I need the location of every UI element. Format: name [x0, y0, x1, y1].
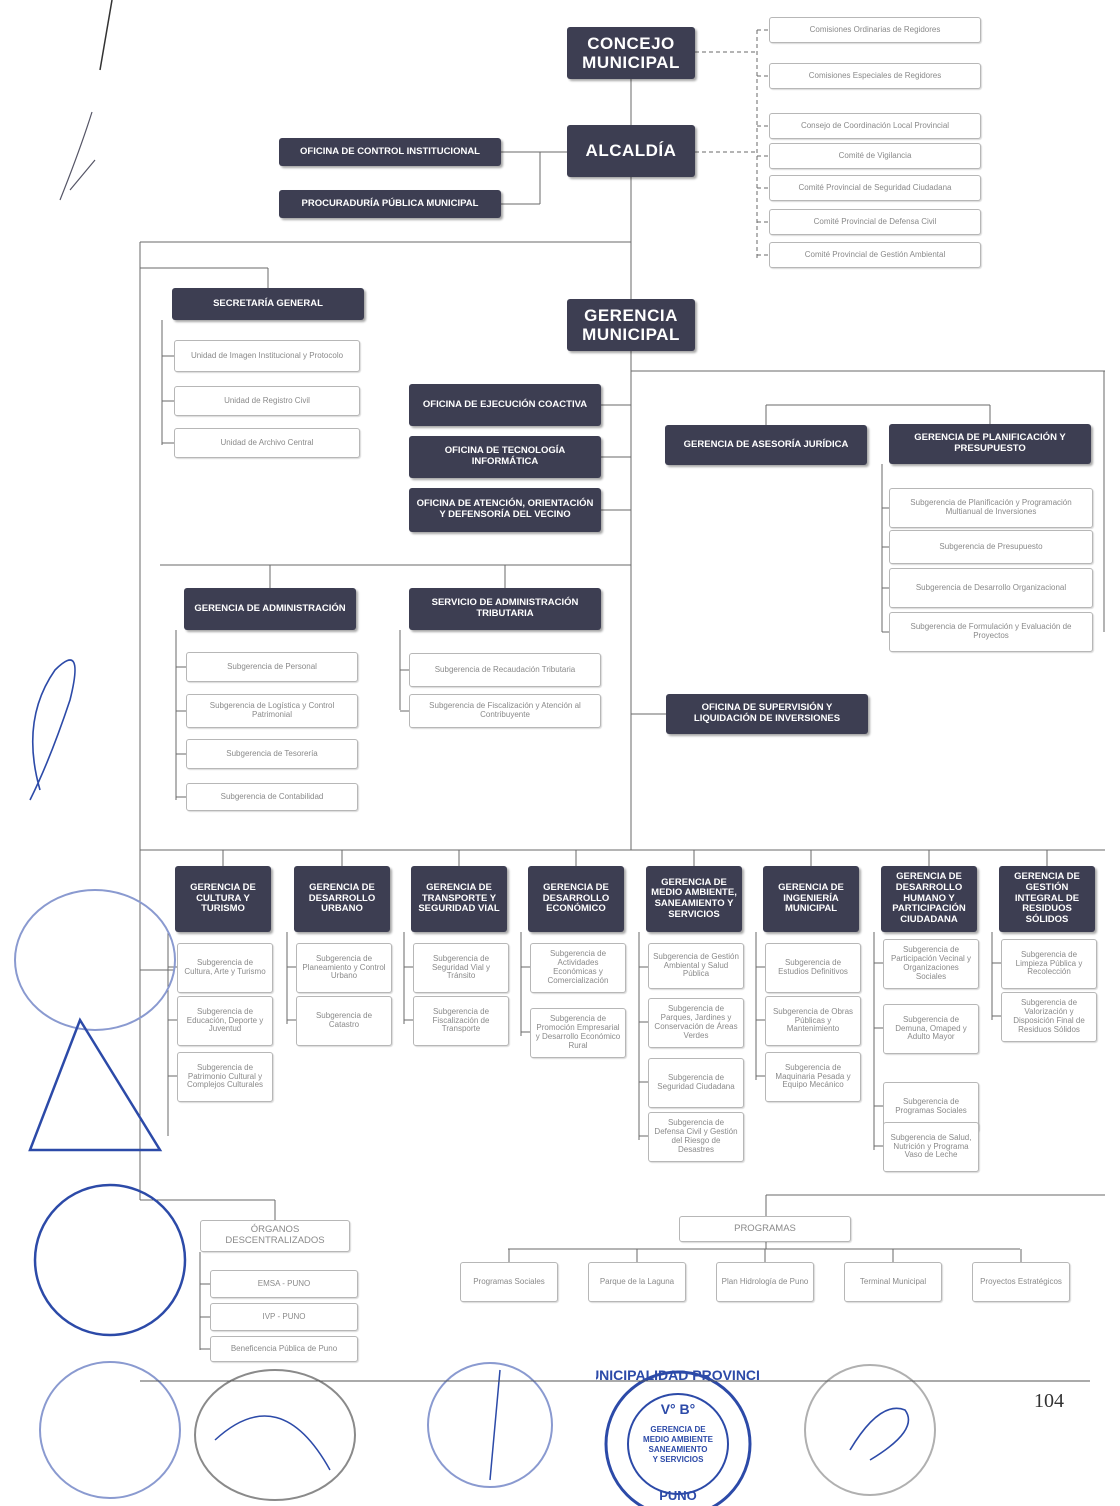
administracion-unit-box: Subgerencia de Contabilidad — [186, 783, 358, 811]
programa-box: Programas Sociales — [460, 1262, 558, 1302]
planificacion-unit-box: Subgerencia de Formulación y Evaluación … — [889, 612, 1093, 652]
stamp-line-3: MEDIO AMBIENTE — [643, 1435, 714, 1444]
council-committee-box: Comité Provincial de Gestión Ambiental — [769, 242, 981, 268]
council-committee-box: Comité de Vigilancia — [769, 143, 981, 169]
gerencia-administracion-box: GERENCIA DE ADMINISTRACIÓN — [184, 588, 356, 630]
line-subgerencia-box: Subgerencia de Obras Públicas y Mantenim… — [765, 996, 861, 1046]
council-committee-box: Comité Provincial de Seguridad Ciudadana — [769, 175, 981, 201]
asesoria-juridica-box: GERENCIA DE ASESORÍA JURÍDICA — [665, 425, 867, 465]
line-subgerencia-box: Subgerencia de Defensa Civil y Gestión d… — [648, 1112, 744, 1162]
stamp-line-5: Y SERVICIOS — [653, 1455, 705, 1464]
line-subgerencia-box: Subgerencia de Parques, Jardines y Conse… — [648, 998, 744, 1048]
approval-stamp: MUNICIPALIDAD PROVINCIAL V° B° GERENCIA … — [596, 1367, 760, 1506]
administracion-unit-box: Subgerencia de Personal — [186, 652, 358, 682]
line-gerencia-box: GERENCIA DE INGENIERÍA MUNICIPAL — [763, 866, 859, 932]
line-subgerencia-box: Subgerencia de Estudios Definitivos — [765, 943, 861, 993]
staff-office-box: OFICINA DE ATENCIÓN, ORIENTACIÓN Y DEFEN… — [409, 488, 601, 532]
secretaria-unit-box: Unidad de Archivo Central — [174, 428, 360, 458]
stamp-line-2: GERENCIA DE — [650, 1425, 706, 1434]
stamp-ring-bottom: PUNO — [659, 1488, 697, 1503]
line-subgerencia-box: Subgerencia de Fiscalización de Transpor… — [413, 996, 509, 1046]
planificacion-unit-box: Subgerencia de Presupuesto — [889, 530, 1093, 564]
secretaria-unit-box: Unidad de Registro Civil — [174, 386, 360, 416]
page-number: 104 — [1034, 1390, 1064, 1412]
line-gerencia-box: GERENCIA DE TRANSPORTE Y SEGURIDAD VIAL — [411, 866, 507, 932]
line-gerencia-box: GERENCIA DE GESTIÓN INTEGRAL DE RESIDUOS… — [999, 866, 1095, 932]
line-subgerencia-box: Subgerencia de Valorización y Disposició… — [1001, 992, 1097, 1042]
line-subgerencia-box: Subgerencia de Maquinaria Pesada y Equip… — [765, 1052, 861, 1102]
programa-box: Parque de la Laguna — [588, 1262, 686, 1302]
line-subgerencia-box: Subgerencia de Gestión Ambiental y Salud… — [648, 943, 744, 989]
descentralizado-unit-box: Beneficencia Pública de Puno — [210, 1336, 358, 1362]
line-subgerencia-box: Subgerencia de Educación, Deporte y Juve… — [177, 996, 273, 1046]
stamp-line-1: V° B° — [661, 1401, 696, 1417]
descentralizado-unit-box: IVP - PUNO — [210, 1303, 358, 1331]
council-committee-box: Consejo de Coordinación Local Provincial — [769, 113, 981, 139]
descentralizado-unit-box: EMSA - PUNO — [210, 1270, 358, 1298]
staff-office-box: OFICINA DE TECNOLOGÍA INFORMÁTICA — [409, 436, 601, 478]
planificacion-unit-box: Subgerencia de Desarrollo Organizacional — [889, 568, 1093, 608]
programa-box: Proyectos Estratégicos — [972, 1262, 1070, 1302]
line-subgerencia-box: Subgerencia de Actividades Económicas y … — [530, 943, 626, 993]
alcaldia-box: ALCALDÍA — [567, 125, 695, 177]
sat-unit-box: Subgerencia de Fiscalización y Atención … — [409, 694, 601, 728]
stamp-line-4: SANEAMIENTO — [649, 1445, 708, 1454]
line-subgerencia-box: Subgerencia de Patrimonio Cultural y Com… — [177, 1052, 273, 1102]
line-subgerencia-box: Subgerencia de Participación Vecinal y O… — [883, 939, 979, 989]
council-committee-box: Comité Provincial de Defensa Civil — [769, 209, 981, 235]
secretaria-unit-box: Unidad de Imagen Institucional y Protoco… — [174, 340, 360, 372]
programas-box: PROGRAMAS — [679, 1216, 851, 1242]
line-subgerencia-box: Subgerencia de Seguridad Ciudadana — [648, 1058, 744, 1108]
organos-descentralizados-box: ÓRGANOS DESCENTRALIZADOS — [200, 1220, 350, 1252]
programa-box: Plan Hidrología de Puno — [716, 1262, 814, 1302]
line-gerencia-box: GERENCIA DE DESARROLLO URBANO — [294, 866, 390, 932]
line-subgerencia-box: Subgerencia de Demuna, Omaped y Adulto M… — [883, 1004, 979, 1054]
line-subgerencia-box: Subgerencia de Seguridad Vial y Tránsito — [413, 943, 509, 993]
sat-unit-box: Subgerencia de Recaudación Tributaria — [409, 653, 601, 687]
administracion-unit-box: Subgerencia de Logística y Control Patri… — [186, 694, 358, 728]
council-committee-box: Comisiones Especiales de Regidores — [769, 63, 981, 89]
council-committee-box: Comisiones Ordinarias de Regidores — [769, 17, 981, 43]
line-subgerencia-box: Subgerencia de Catastro — [296, 996, 392, 1046]
line-gerencia-box: GERENCIA DE DESARROLLO HUMANO Y PARTICIP… — [881, 866, 977, 932]
programa-box: Terminal Municipal — [844, 1262, 942, 1302]
planificacion-presupuesto-box: GERENCIA DE PLANIFICACIÓN Y PRESUPUESTO — [889, 424, 1091, 464]
gerencia-municipal-box: GERENCIA MUNICIPAL — [567, 299, 695, 351]
line-subgerencia-box: Subgerencia de Planeamiento y Control Ur… — [296, 943, 392, 993]
line-gerencia-box: GERENCIA DE MEDIO AMBIENTE, SANEAMIENTO … — [646, 866, 742, 932]
secretaria-general-box: SECRETARÍA GENERAL — [172, 288, 364, 320]
line-subgerencia-box: Subgerencia de Cultura, Arte y Turismo — [177, 943, 273, 993]
stamp-ring-top: MUNICIPALIDAD PROVINCIAL — [596, 1367, 760, 1383]
concejo-municipal-box: CONCEJO MUNICIPAL — [567, 27, 695, 79]
line-gerencia-box: GERENCIA DE CULTURA Y TURISMO — [175, 866, 271, 932]
procuraduria-box: PROCURADURÍA PÚBLICA MUNICIPAL — [279, 190, 501, 218]
line-subgerencia-box: Subgerencia de Limpieza Pública y Recole… — [1001, 939, 1097, 989]
line-subgerencia-box: Subgerencia de Salud, Nutrición y Progra… — [883, 1122, 979, 1172]
staff-office-box: OFICINA DE EJECUCIÓN COACTIVA — [409, 384, 601, 426]
administracion-unit-box: Subgerencia de Tesorería — [186, 739, 358, 769]
servicio-administracion-tributaria-box: SERVICIO DE ADMINISTRACIÓN TRIBUTARIA — [409, 588, 601, 630]
line-subgerencia-box: Subgerencia de Promoción Empresarial y D… — [530, 1008, 626, 1058]
line-gerencia-box: GERENCIA DE DESARROLLO ECONÓMICO — [528, 866, 624, 932]
planificacion-unit-box: Subgerencia de Planificación y Programac… — [889, 488, 1093, 528]
supervision-liquidacion-box: OFICINA DE SUPERVISIÓN Y LIQUIDACIÓN DE … — [666, 694, 868, 734]
oficina-control-institucional-box: OFICINA DE CONTROL INSTITUCIONAL — [279, 138, 501, 166]
